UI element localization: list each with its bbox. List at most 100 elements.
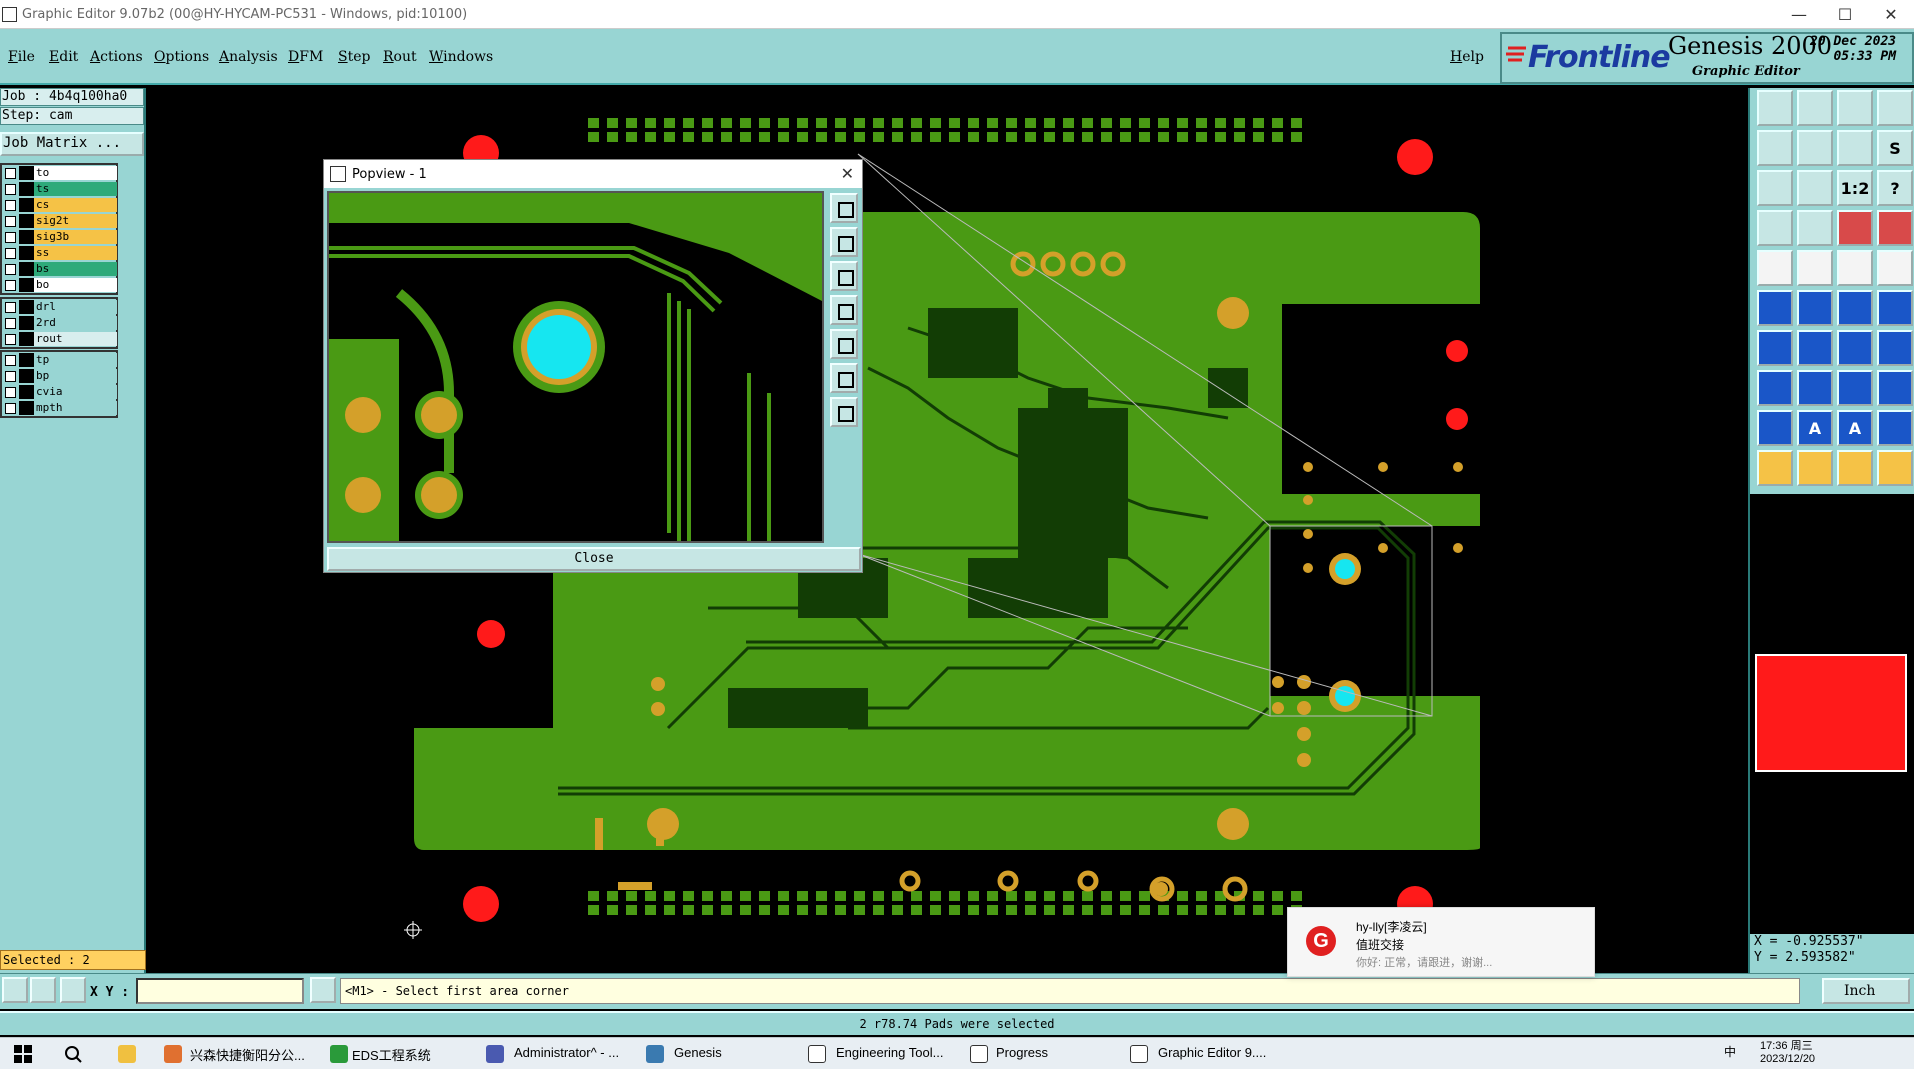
layer-checkbox[interactable] [5,279,16,291]
pointer4-yel-icon[interactable] [1877,450,1913,486]
menu-actions[interactable]: Actions [90,49,143,65]
layer-checkbox[interactable] [5,402,16,414]
menu-rout[interactable]: Rout [383,49,417,65]
layer-row-tp[interactable]: tp [2,352,117,368]
chat-notification[interactable]: G hy-lly[李凌云] 值班交接 你好: 正常，请跟进，谢谢... [1287,907,1595,977]
layer-name[interactable]: mpth [34,401,117,415]
taskbar-app-5[interactable]: Engineering Tool... [836,1045,944,1060]
taskbar-app-3-icon[interactable] [486,1045,504,1063]
taskbar-app-7-icon[interactable] [1130,1045,1148,1063]
menu-help[interactable]: Help [1450,49,1484,65]
layer-row-cs[interactable]: cs [2,197,117,213]
measure-tool-icon[interactable] [30,977,56,1003]
popview-pan-left-icon[interactable] [830,295,858,325]
node-blue-icon[interactable] [1837,290,1873,326]
taskbar-app-1[interactable]: 兴森快捷衡阳分公... [190,1048,305,1063]
layer-row-to[interactable]: to [2,165,117,181]
frame-blue-icon[interactable] [1837,370,1873,406]
popview-zoom-in-icon[interactable] [830,193,858,223]
layer-checkbox[interactable] [5,215,16,227]
pad-add-blue-icon[interactable] [1757,370,1793,406]
cross-blue-icon[interactable] [1797,290,1833,326]
node2-blue-icon[interactable] [1877,290,1913,326]
home-icon[interactable] [1757,90,1793,126]
taskbar-app-4[interactable]: Genesis [674,1045,722,1060]
layer-checkbox[interactable] [5,231,16,243]
layer-name[interactable]: rout [34,332,117,346]
layer-row-bo[interactable]: bo [2,277,117,293]
layer-name[interactable]: tp [34,353,117,367]
arc-blue-icon[interactable] [1837,330,1873,366]
grid-tool-icon[interactable] [60,977,86,1003]
menu-analysis[interactable]: Analysis [219,49,278,65]
layer-checkbox[interactable] [5,370,16,382]
taskbar-app-3[interactable]: Administrator^ - ... [514,1045,620,1060]
layer-checkbox[interactable] [5,301,16,313]
layer-checkbox[interactable] [5,354,16,366]
job-matrix-button[interactable]: Job Matrix ... [0,132,144,156]
circle-wht-icon[interactable] [1877,250,1913,286]
layer-name[interactable]: to [34,166,117,180]
layer-row-mpth[interactable]: mpth [2,400,117,416]
layer-row-sig3b[interactable]: sig3b [2,229,117,245]
measure-icon[interactable] [1757,210,1793,246]
layer-name[interactable]: bo [34,278,117,292]
up-icon[interactable] [1797,90,1833,126]
scale-icon[interactable]: 1:2 [1837,170,1873,206]
layer-row-sig2t[interactable]: sig2t [2,213,117,229]
layer-checkbox[interactable] [5,386,16,398]
layer-name[interactable]: 2rd [34,316,117,330]
layer-row-drl[interactable]: drl [2,299,117,315]
layer-row-rout[interactable]: rout [2,331,117,347]
angle-blue-icon[interactable] [1757,330,1793,366]
menu-options[interactable]: Options [154,49,210,65]
taskbar-app-6[interactable]: Progress [996,1045,1049,1060]
taskbar-app-7[interactable]: Graphic Editor 9.... [1158,1045,1267,1060]
layer-checkbox[interactable] [5,167,16,179]
layer-checkbox[interactable] [5,317,16,329]
layer-name[interactable]: bp [34,369,117,383]
taskbar-app-6-icon[interactable] [970,1045,988,1063]
maximize-button[interactable]: ☐ [1837,5,1853,24]
close-button[interactable]: ✕ [1884,5,1898,24]
popview-close-icon[interactable]: ✕ [840,164,854,183]
left-icon[interactable] [1757,130,1793,166]
popview-pan-right-icon[interactable] [830,329,858,359]
help-icon[interactable]: ? [1877,170,1913,206]
layer-name[interactable]: drl [34,300,117,314]
slash-blue-icon[interactable] [1797,330,1833,366]
f-blue-icon[interactable] [1877,330,1913,366]
layer-checkbox[interactable] [5,247,16,259]
layer-name[interactable]: cvia [34,385,117,399]
taskbar-app-5-icon[interactable] [808,1045,826,1063]
taskbar-clock[interactable]: 17:36 周三 2023/12/20 [1760,1040,1815,1066]
minimize-button[interactable]: — [1791,5,1807,24]
fit-icon[interactable] [1757,170,1793,206]
text-blue-icon[interactable]: A [1797,410,1833,446]
overview-viewport[interactable] [1755,654,1907,772]
group-blue-icon[interactable] [1877,370,1913,406]
connect-blue-icon[interactable] [1757,290,1793,326]
ime-indicator[interactable]: 中 [1724,1045,1737,1059]
drill-icon[interactable] [1797,210,1833,246]
popview-close-button[interactable]: Close [327,547,861,571]
layer-row-ss[interactable]: ss [2,245,117,261]
zoom-icon[interactable] [1797,170,1833,206]
taskbar-app-2[interactable]: EDS工程系统 [352,1048,431,1063]
popview-pan-down-icon[interactable] [830,261,858,291]
layer-name[interactable]: sig2t [34,214,117,228]
pointer3-yel-icon[interactable] [1837,450,1873,486]
menu-windows[interactable]: Windows [429,49,494,65]
file-explorer-icon[interactable] [118,1045,136,1063]
taskbar-app-2-icon[interactable] [330,1045,348,1063]
taskbar-app-4-icon[interactable] [646,1045,664,1063]
layer-row-2rd[interactable]: 2rd [2,315,117,331]
units-selector[interactable]: Inch [1822,978,1910,1004]
search-icon[interactable] [64,1045,82,1063]
menu-step[interactable]: Step [338,49,371,65]
pointer2-yel-icon[interactable] [1797,450,1833,486]
layer-name[interactable]: ss [34,246,117,260]
layer-name[interactable]: cs [34,198,117,212]
snap-s-icon[interactable]: S [1877,130,1913,166]
menu-edit[interactable]: Edit [49,49,79,65]
